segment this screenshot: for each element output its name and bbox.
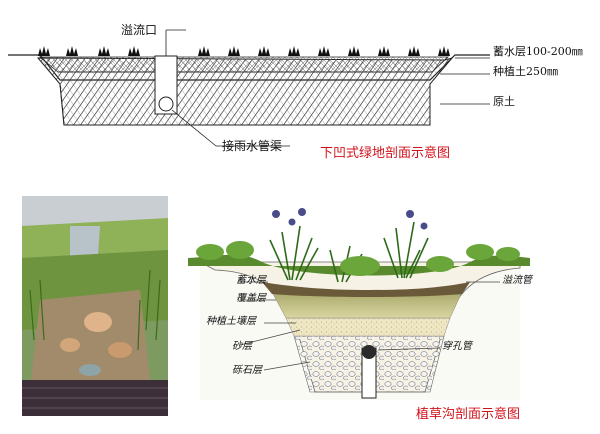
top-caption: 下凹式绿地剖面示意图 [320,146,451,161]
swale-label-sand: 砂层 [232,341,252,352]
swale-label-storage: 蓄水层 [236,275,266,286]
perforated-pipe [362,345,376,359]
mulch-layer [262,282,470,297]
swale-label-cover: 覆盖层 [236,293,266,304]
pipe-circle [158,96,174,112]
swale-photo [22,196,168,416]
planting-soil-band [38,56,450,73]
swale-pipe-label: 穿孔管 [442,341,472,352]
native-soil-label: 原土 [493,95,515,108]
planting-soil-label: 种植土250㎜ [493,65,558,78]
overflow-inlet-label: 溢流口 [121,23,158,37]
sand-layer [285,317,451,337]
bottom-caption: 植草沟剖面示意图 [416,407,521,422]
storage-layer-label: 蓄水层100-200㎜ [493,45,583,58]
grass-tufts [38,46,450,56]
rain-pipe-label: 接雨水管渠 [222,139,283,153]
swale-section [188,208,530,400]
swale-label-gravel: 砾石层 [232,365,262,376]
swale-overflow-label: 溢流管 [502,275,532,286]
swale-label-planting-soil: 种植土壤层 [206,316,256,327]
